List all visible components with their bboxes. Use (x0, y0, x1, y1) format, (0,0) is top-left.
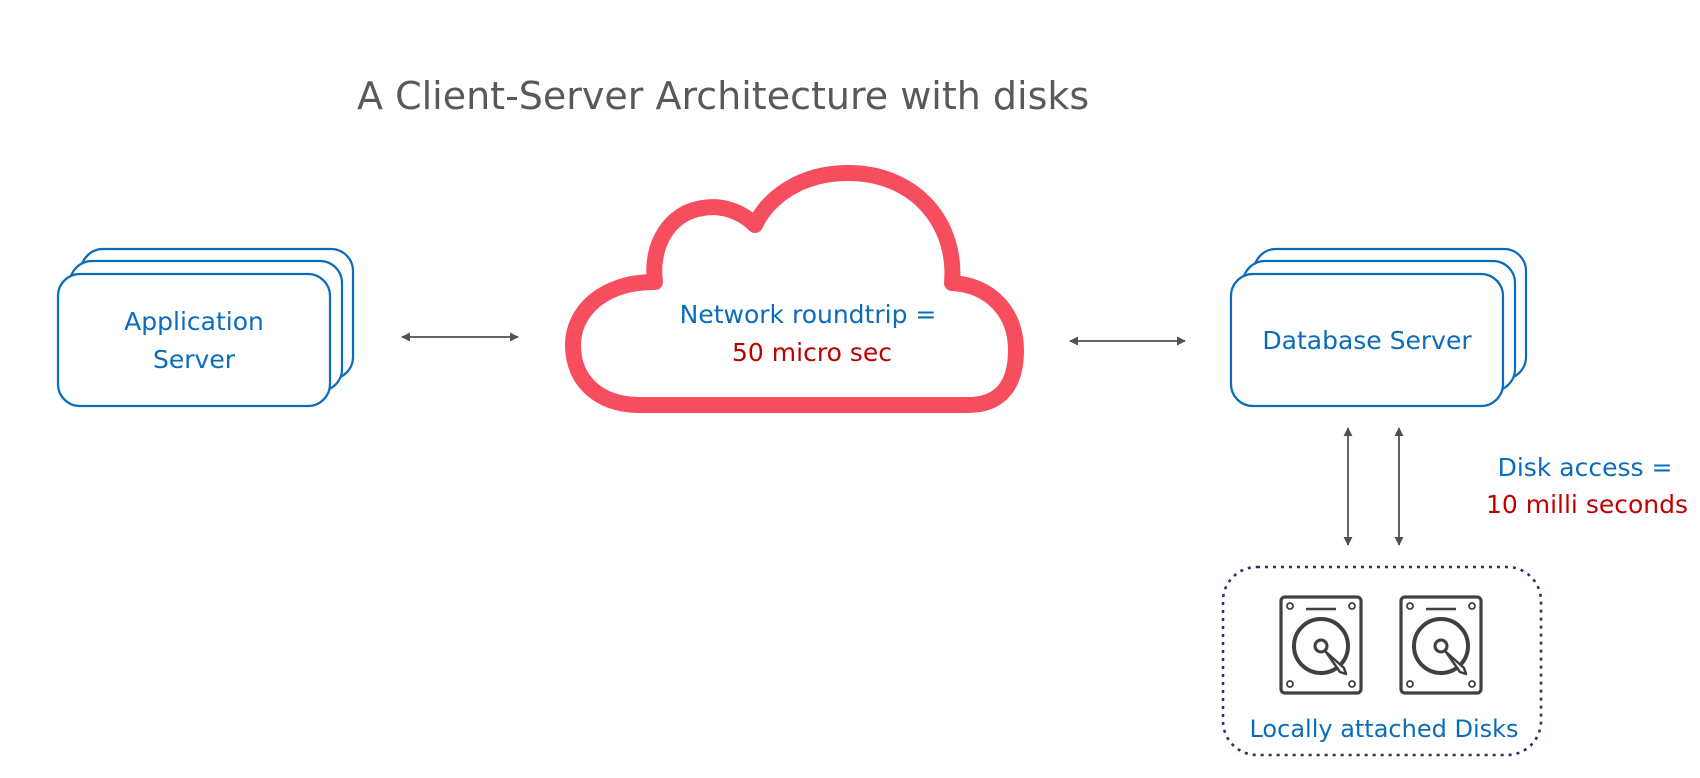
app-server-label-line1: Application (124, 307, 264, 336)
app-server-card-front (56, 272, 332, 408)
network-roundtrip-value: 50 micro sec (732, 338, 892, 367)
application-server-node: Application Server (56, 247, 355, 408)
hard-disk-icon (1399, 595, 1483, 695)
page-title: A Client-Server Architecture with disks (357, 74, 1089, 118)
local-disks-group: Locally attached Disks (1221, 565, 1543, 757)
network-cloud: Network roundtrip = 50 micro sec (565, 165, 1024, 413)
local-disks-border (1221, 565, 1543, 757)
disk-access-value: 10 milli seconds (1486, 490, 1688, 519)
network-roundtrip-label: Network roundtrip = (680, 300, 937, 329)
local-disks-label: Locally attached Disks (1249, 715, 1518, 743)
hard-disk-icon (1279, 595, 1363, 695)
db-server-card-front (1229, 272, 1505, 408)
cloud-icon (565, 165, 1024, 413)
disk-access-label: Disk access = (1498, 453, 1673, 482)
database-server-node: Database Server (1229, 247, 1528, 408)
app-server-label-line2: Server (153, 345, 236, 374)
db-server-label: Database Server (1262, 326, 1472, 355)
